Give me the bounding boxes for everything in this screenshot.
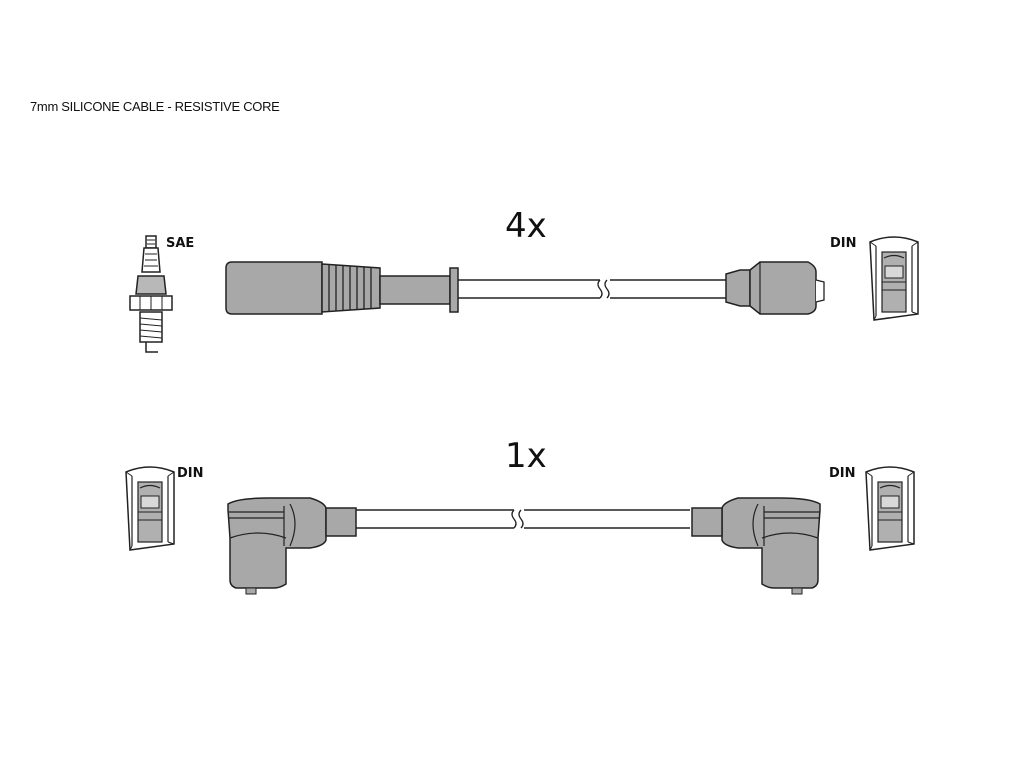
top-cable-quantity: 4x bbox=[505, 206, 547, 246]
din-label-bottom-right: DIN bbox=[829, 466, 856, 481]
top-cable bbox=[458, 279, 726, 299]
top-straight-boot bbox=[225, 261, 459, 315]
bottom-cable-quantity: 1x bbox=[505, 436, 547, 476]
bottom-left-angle-boot bbox=[227, 497, 357, 595]
din-label-top-right: DIN bbox=[830, 236, 857, 251]
din-label-bottom-left: DIN bbox=[177, 466, 204, 481]
sae-label: SAE bbox=[166, 236, 195, 251]
din-fitting-bottom-right bbox=[865, 466, 915, 551]
din-fitting-bottom-left bbox=[125, 466, 175, 551]
bottom-right-angle-boot bbox=[691, 497, 821, 595]
bottom-cable bbox=[356, 509, 690, 529]
din-fitting-top-right bbox=[869, 236, 919, 321]
diagram-caption: 7mm SILICONE CABLE - RESISTIVE CORE bbox=[30, 99, 280, 114]
top-right-boot bbox=[725, 261, 825, 315]
spark-plug-icon bbox=[129, 235, 173, 353]
